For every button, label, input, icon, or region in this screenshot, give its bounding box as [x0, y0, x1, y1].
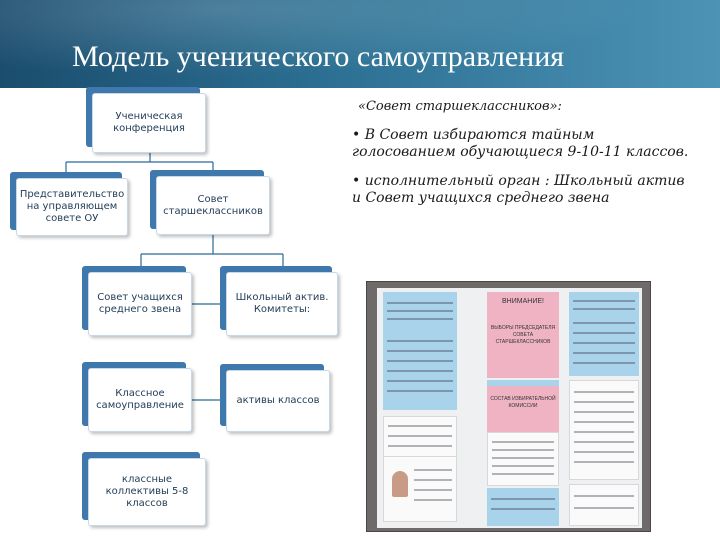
node-label: Совет старшеклассников — [163, 193, 263, 217]
slide-title: Модель ученического самоуправления — [72, 40, 565, 73]
notice-sheet — [487, 488, 559, 526]
sheet-heading: ВНИМАНИЕ! — [502, 298, 544, 305]
notice-sheet-with-photo — [383, 456, 457, 522]
node-label: Классное самоуправление — [96, 388, 184, 411]
notice-sheet-commission: СОСТАВ ИЗБИРАТЕЛЬНОЙ КОМИССИИ — [487, 386, 559, 432]
node-middle-council: Совет учащихся среднего звена — [88, 272, 192, 336]
notice-board-photo: ВНИМАНИЕ! ВЫБОРЫ ПРЕДСЕДАТЕЛЯ СОВЕТА СТА… — [366, 281, 651, 532]
notice-sheet — [569, 292, 639, 376]
slide-header: Модель ученического самоуправления — [0, 0, 720, 88]
sheet-heading: ВЫБОРЫ ПРЕДСЕДАТЕЛЯ СОВЕТА СТАРШЕКЛАССНИ… — [490, 325, 556, 345]
sheet-heading: СОСТАВ ИЗБИРАТЕЛЬНОЙ КОМИССИИ — [490, 396, 556, 409]
node-class-self-government: Классное самоуправление — [88, 368, 192, 432]
text-panel: «Совет старшеклассников»: • В Совет изби… — [352, 98, 692, 219]
node-label: Школьный актив. Комитеты: — [235, 292, 329, 315]
notice-sheet — [487, 432, 559, 486]
header-glow — [0, 0, 720, 88]
node-class-assets: активы классов — [226, 370, 330, 432]
node-label: активы классов — [236, 395, 320, 406]
bullet-executive: • исполнительный орган : Школьный актив … — [352, 173, 685, 206]
notice-sheet — [569, 380, 639, 480]
node-label: Совет учащихся среднего звена — [97, 292, 183, 315]
student-photo-icon — [392, 471, 408, 497]
node-senior-council: Совет старшеклассников — [156, 176, 270, 235]
council-subtitle: «Совет старшеклассников»: — [358, 99, 562, 114]
node-label: Представительство на управляющем совете … — [19, 189, 125, 224]
notice-sheet-attention: ВНИМАНИЕ! ВЫБОРЫ ПРЕДСЕДАТЕЛЯ СОВЕТА СТА… — [487, 292, 559, 378]
node-school-asset: Школьный актив. Комитеты: — [226, 272, 338, 336]
bullet-election: • В Совет избираются тайным голосованием… — [352, 127, 689, 160]
node-label: Ученическая конференция — [113, 111, 185, 134]
notice-sheet — [383, 292, 457, 410]
node-student-conference: Ученическая конференция — [92, 93, 206, 153]
node-class-collectives: классные коллективы 5-8 классов — [88, 458, 206, 526]
node-representation: Представительство на управляющем совете … — [16, 178, 128, 236]
notice-sheet — [569, 484, 639, 526]
notice-board: ВНИМАНИЕ! ВЫБОРЫ ПРЕДСЕДАТЕЛЯ СОВЕТА СТА… — [377, 288, 642, 528]
node-label: классные коллективы 5-8 классов — [105, 474, 189, 509]
